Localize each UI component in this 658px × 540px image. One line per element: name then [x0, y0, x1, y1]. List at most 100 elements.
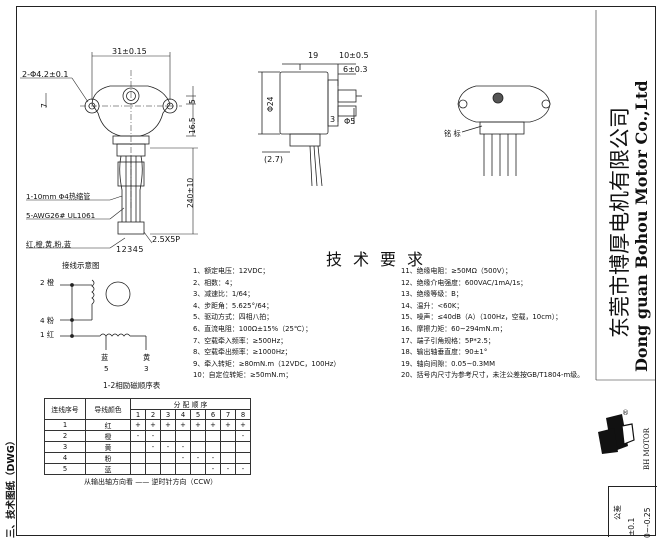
req-item: 2、相数：4；	[193, 278, 237, 287]
cell	[160, 463, 176, 475]
row-color: 黄	[85, 441, 131, 453]
cell: +	[160, 419, 176, 431]
cell	[190, 463, 206, 475]
step-6: 6	[205, 409, 221, 420]
header-order: 分 配 顺 序	[130, 398, 251, 410]
dim-10: 10±0.5	[339, 51, 369, 60]
cell	[220, 441, 236, 453]
req-item: 4、步距角：5.625°/64；	[193, 301, 273, 310]
cell: +	[145, 419, 161, 431]
nameplate-label: 铭 标	[444, 129, 461, 138]
req-item: 5、驱动方式：四相八拍；	[193, 313, 274, 322]
cell: +	[130, 419, 146, 431]
dim-240: 240±10	[186, 177, 195, 208]
company-name-cn: 东莞市博厚电机有限公司	[608, 107, 632, 338]
step-header-row: 1 2 3 4 5 6 7 8	[45, 409, 251, 420]
excitation-sequence-table: 连线序号 导线颜色 分 配 顺 序 1 2 3 4 5 6 7 8 1 红 + …	[44, 398, 251, 475]
dim-7: 7	[40, 103, 49, 108]
product-photo-outline	[457, 85, 551, 176]
step-5: 5	[190, 409, 206, 420]
dim-19: 19	[308, 51, 319, 60]
tolerance-title: 公差	[613, 505, 622, 520]
req-item: 8、空载牵出频率：≥1000Hz；	[193, 348, 292, 357]
tolerance-v1: ±0.1	[627, 517, 636, 536]
cell	[190, 441, 206, 453]
registered-mark: ®	[622, 409, 629, 417]
req-item: 14、温升：<60K；	[401, 301, 464, 310]
cell: +	[190, 419, 206, 431]
cell: -	[190, 452, 206, 464]
pin-numbers: 12345	[116, 245, 144, 254]
dim-width: 31±0.15	[112, 47, 147, 56]
row-color: 蓝	[85, 463, 131, 475]
cell: -	[205, 463, 221, 475]
cell	[145, 452, 161, 464]
wire-pink: 4 粉	[40, 316, 55, 325]
cell: -	[160, 441, 176, 453]
cell	[160, 430, 176, 442]
section-heading: 三、技术图纸（DWG）	[6, 435, 17, 538]
step-2: 2	[145, 409, 161, 420]
req-item: 11、绝缘电阻：≥50MΩ（500V）；	[401, 267, 512, 275]
table-row: 5 蓝 - - -	[44, 463, 251, 475]
req-item: 1、额定电压：12VDC；	[193, 267, 270, 275]
requirements-title: 技术要求	[326, 250, 435, 269]
dim-hole: 2-Φ4.2±0.1	[22, 70, 69, 79]
cell	[235, 452, 251, 464]
cell: +	[205, 419, 221, 431]
cell: -	[220, 463, 236, 475]
cell	[145, 463, 161, 475]
connector-label: 2.5X5P	[152, 235, 181, 244]
row-no: 4	[44, 452, 86, 464]
cell: -	[145, 430, 161, 442]
cell	[220, 452, 236, 464]
cell: +	[175, 419, 191, 431]
wiring-title: 接线示意图	[62, 261, 100, 270]
row-color: 橙	[85, 430, 131, 442]
wire-colors-label: 红,橙,黄,粉,蓝	[26, 240, 72, 249]
step-7: 7	[220, 409, 236, 420]
bh-logo	[598, 414, 635, 454]
dim-2-7: (2.7)	[264, 155, 283, 164]
row-no: 2	[44, 430, 86, 442]
row-no: 5	[44, 463, 86, 475]
motor-side-view	[258, 63, 362, 187]
cell	[175, 463, 191, 475]
cell	[130, 463, 146, 475]
row-no: 1	[44, 419, 86, 431]
req-item: 3、减速比：1/64；	[193, 290, 255, 299]
seq-table-title: 1-2相励磁顺序表	[103, 381, 161, 390]
req-item: 12、绝缘介电强度：600VAC/1mA/1s；	[401, 278, 528, 287]
cell	[130, 441, 146, 453]
drawing-frame	[16, 6, 656, 536]
cell	[175, 430, 191, 442]
wiring-schematic	[60, 279, 147, 350]
req-item: 16、摩擦力矩：60~294mN.m；	[401, 324, 507, 333]
dim-lines-top	[20, 52, 198, 249]
cell: -	[175, 452, 191, 464]
step-8: 8	[235, 409, 251, 420]
step-1: 1	[130, 409, 146, 420]
wire-bundle-top	[117, 155, 145, 235]
dim-6: 6±0.3	[343, 65, 368, 74]
cell	[160, 452, 176, 464]
req-item: 9、牵入转矩：≥80mN.m（12VDC，100Hz）	[193, 359, 341, 368]
req-item: 15、噪声：≤40dB（A）（100Hz，空载，10cm）；	[401, 313, 563, 322]
cell	[190, 430, 206, 442]
wire-yellow-n: 3	[144, 364, 149, 373]
req-item: 19、轴向间隙：0.05~0.3MM	[401, 359, 496, 368]
req-item: 18、输出轴垂直度：90±1°	[401, 348, 488, 357]
row-color: 粉	[85, 452, 131, 464]
req-item: 7、空载牵入频率：≥500Hz；	[193, 336, 288, 345]
logo-text: BH MOTOR	[643, 427, 651, 470]
dim-phi5: Φ5	[344, 117, 356, 126]
req-item: 17、端子引角规格：5P*2.5；	[401, 336, 495, 345]
requirements-left: 1、额定电压：12VDC； 2、相数：4； 3、减速比：1/64； 4、步距角：…	[193, 266, 340, 382]
tolerance-block	[608, 486, 657, 537]
header-color: 导线颜色	[85, 398, 131, 420]
cell	[220, 430, 236, 442]
step-4: 4	[175, 409, 191, 420]
cell: -	[145, 441, 161, 453]
req-item: 10：自定位转矩：≥50mN.m；	[193, 371, 293, 380]
